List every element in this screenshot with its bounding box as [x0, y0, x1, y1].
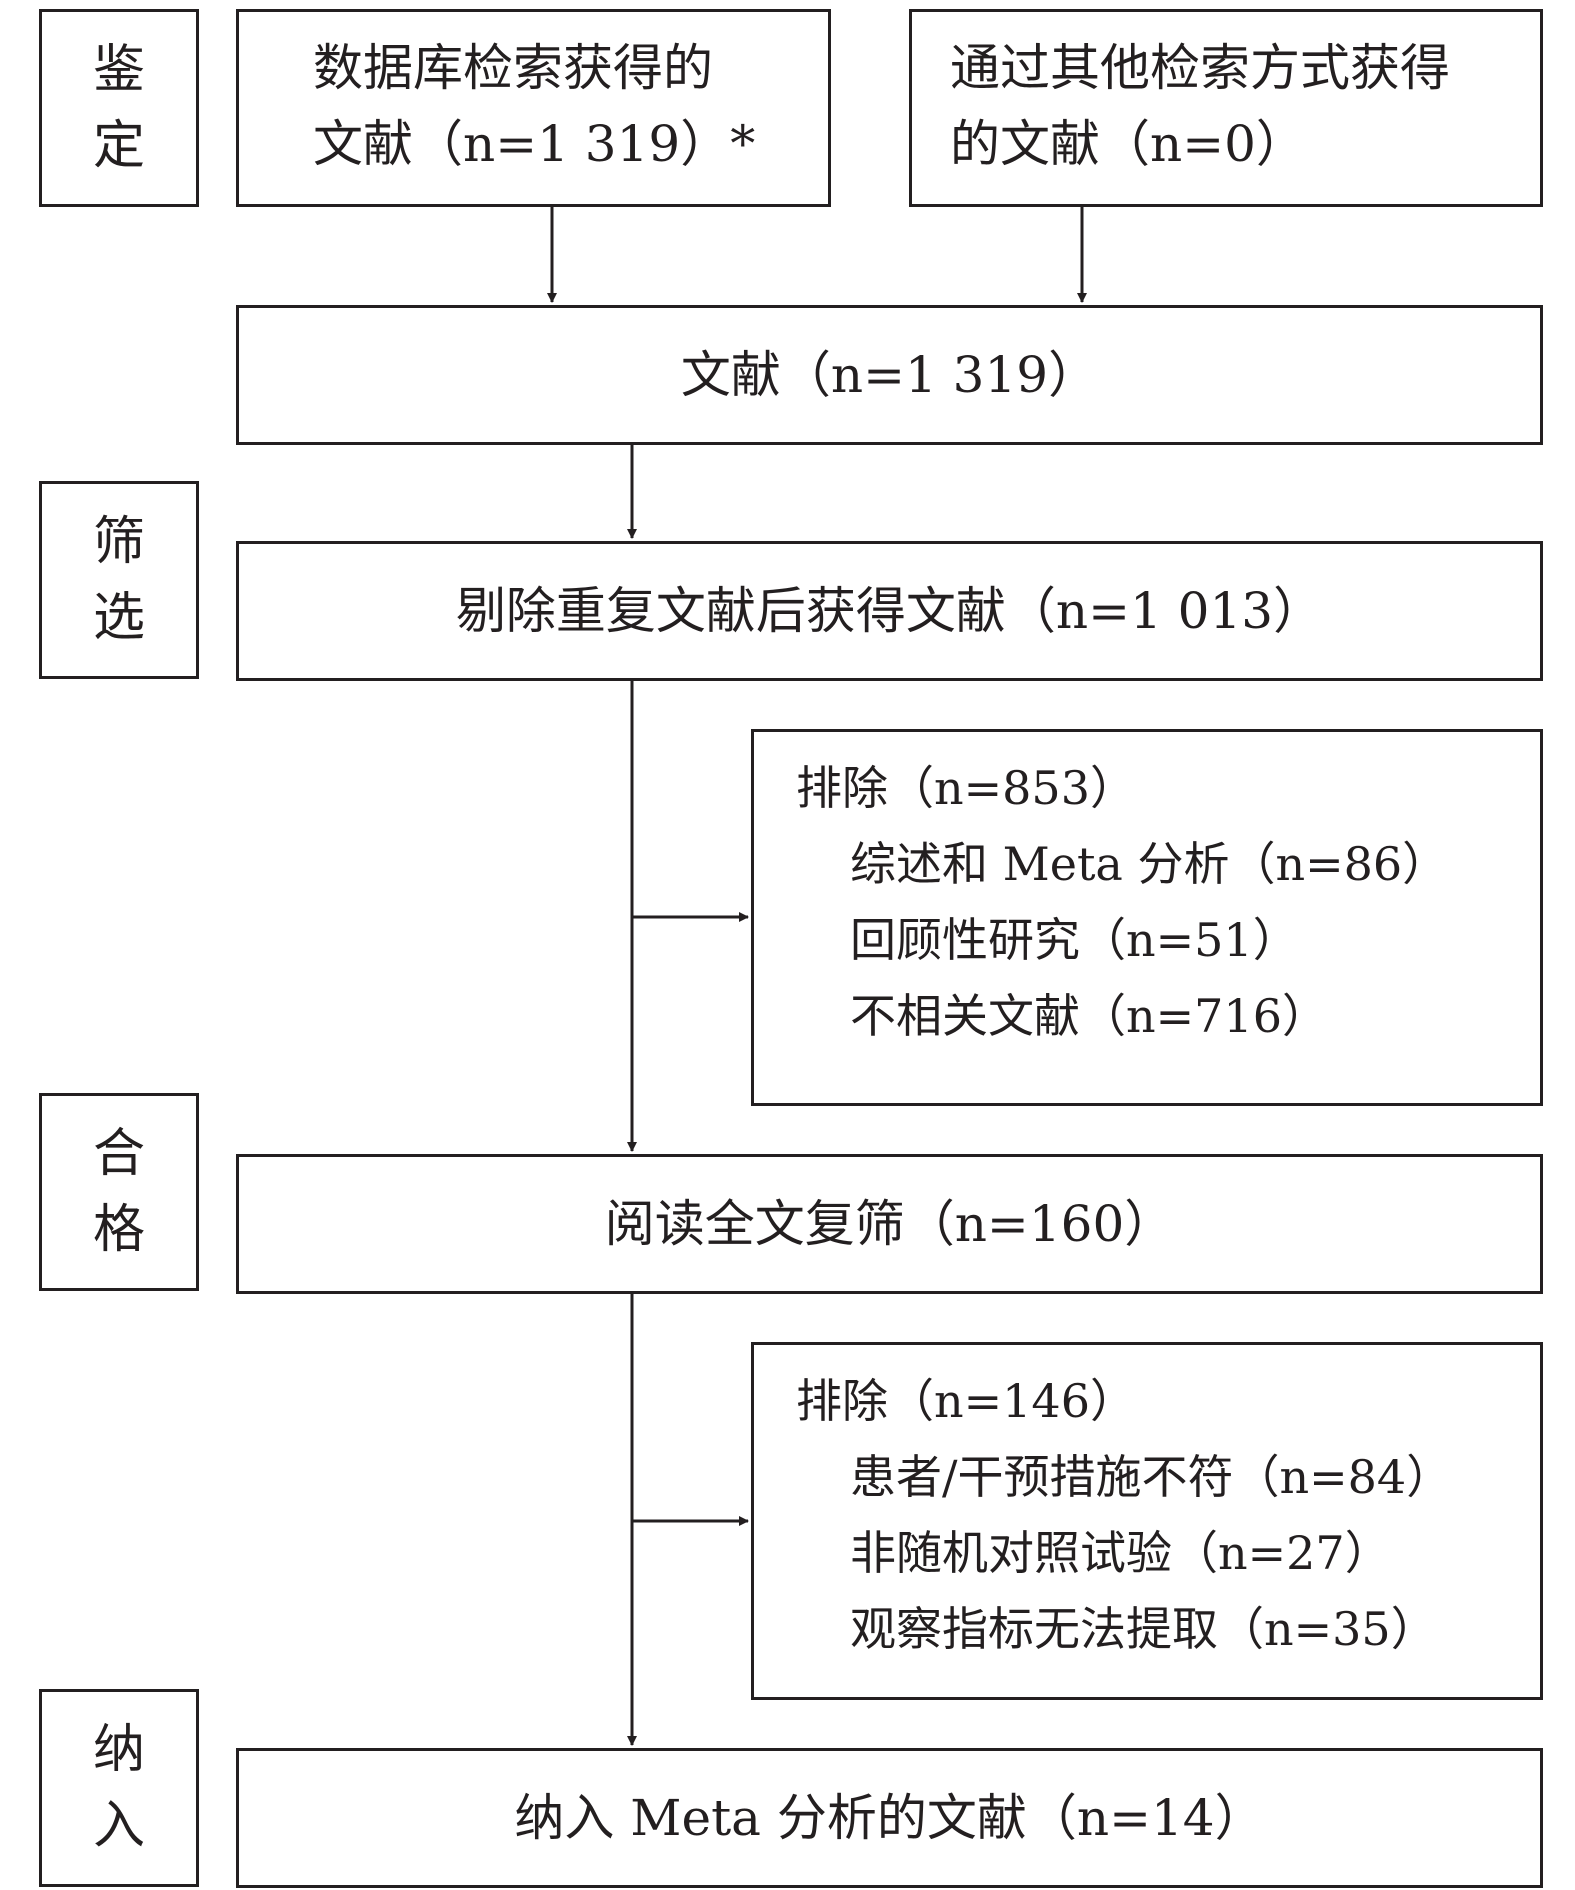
other-search-line-2: 的文献（n=0） [950, 115, 1306, 173]
dedup-text: 剔除重复文献后获得文献（n=1 013） [455, 582, 1324, 640]
database-search-line-1: 数据库检索获得的 [313, 39, 713, 97]
stage-included-char-1: 纳 [92, 1720, 145, 1780]
records-text: 文献（n=1 319） [680, 346, 1099, 404]
excluded-box-2: 排除（n=146） 患者/干预措施不符（n=84） 非随机对照试验（n=27） … [751, 1342, 1543, 1700]
excluded-2-item-3: 观察指标无法提取（n=35） [850, 1602, 1437, 1656]
excluded-1-item-3: 不相关文献（n=716） [850, 989, 1328, 1043]
other-search-line-1: 通过其他检索方式获得 [950, 39, 1450, 97]
excluded-1-title: 排除（n=853） [796, 761, 1136, 815]
stage-eligibility-char-1: 合 [92, 1124, 145, 1184]
other-search-box: 通过其他检索方式获得 的文献（n=0） [909, 9, 1543, 207]
stage-eligibility-char-2: 格 [92, 1200, 145, 1260]
database-search-box: 数据库检索获得的 文献（n=1 319）* [236, 9, 831, 207]
stage-identification-char-1: 鉴 [92, 40, 145, 100]
records-box: 文献（n=1 319） [236, 305, 1543, 445]
excluded-2-title: 排除（n=146） [796, 1374, 1136, 1428]
excluded-1-item-1: 综述和 Meta 分析（n=86） [850, 837, 1449, 891]
excluded-1-item-2: 回顾性研究（n=51） [850, 913, 1299, 967]
fulltext-box: 阅读全文复筛（n=160） [236, 1154, 1543, 1294]
stage-eligibility: 合 格 [39, 1093, 199, 1291]
stage-screening-char-1: 筛 [92, 512, 145, 572]
database-search-line-2: 文献（n=1 319）* [313, 115, 756, 173]
stage-included: 纳 入 [39, 1689, 199, 1887]
dedup-box: 剔除重复文献后获得文献（n=1 013） [236, 541, 1543, 681]
stage-screening: 筛 选 [39, 481, 199, 679]
excluded-2-item-2: 非随机对照试验（n=27） [850, 1526, 1391, 1580]
excluded-box-1: 排除（n=853） 综述和 Meta 分析（n=86） 回顾性研究（n=51） … [751, 729, 1543, 1106]
final-box: 纳入 Meta 分析的文献（n=14） [236, 1748, 1543, 1888]
stage-identification-char-2: 定 [92, 116, 145, 176]
fulltext-text: 阅读全文复筛（n=160） [604, 1195, 1175, 1253]
excluded-2-item-1: 患者/干预措施不符（n=84） [850, 1450, 1453, 1504]
final-text: 纳入 Meta 分析的文献（n=14） [514, 1789, 1265, 1847]
stage-screening-char-2: 选 [92, 588, 145, 648]
stage-identification: 鉴 定 [39, 9, 199, 207]
stage-included-char-2: 入 [92, 1796, 145, 1856]
